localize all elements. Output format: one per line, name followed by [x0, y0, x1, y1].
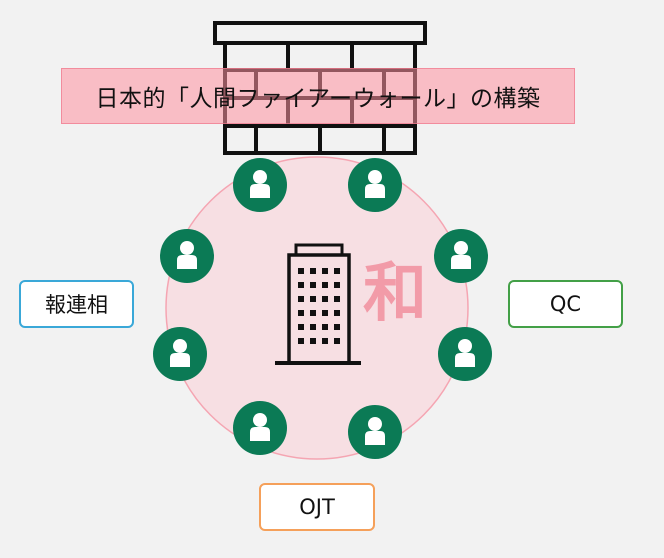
title-text: 日本的「人間ファイアーウォール」の構築 — [95, 86, 541, 112]
person-icon — [233, 158, 287, 212]
label-ojt: OJT — [259, 483, 375, 531]
label-hourensou: 報連相 — [19, 280, 134, 328]
person-icon — [153, 327, 207, 381]
harmony-character: 和 — [363, 257, 427, 331]
person-icon — [233, 401, 287, 455]
title-banner: 日本的「人間ファイアーウォール」の構築 — [61, 68, 575, 124]
person-icon — [434, 229, 488, 283]
label-qc-text: QC — [549, 292, 582, 316]
team-circle — [165, 156, 469, 460]
label-ojt-text: OJT — [299, 495, 335, 519]
office-building-icon — [275, 243, 361, 365]
person-icon — [160, 229, 214, 283]
label-hourensou-text: 報連相 — [45, 293, 108, 317]
label-qc: QC — [508, 280, 623, 328]
person-icon — [348, 158, 402, 212]
person-icon — [438, 327, 492, 381]
person-icon — [348, 405, 402, 459]
